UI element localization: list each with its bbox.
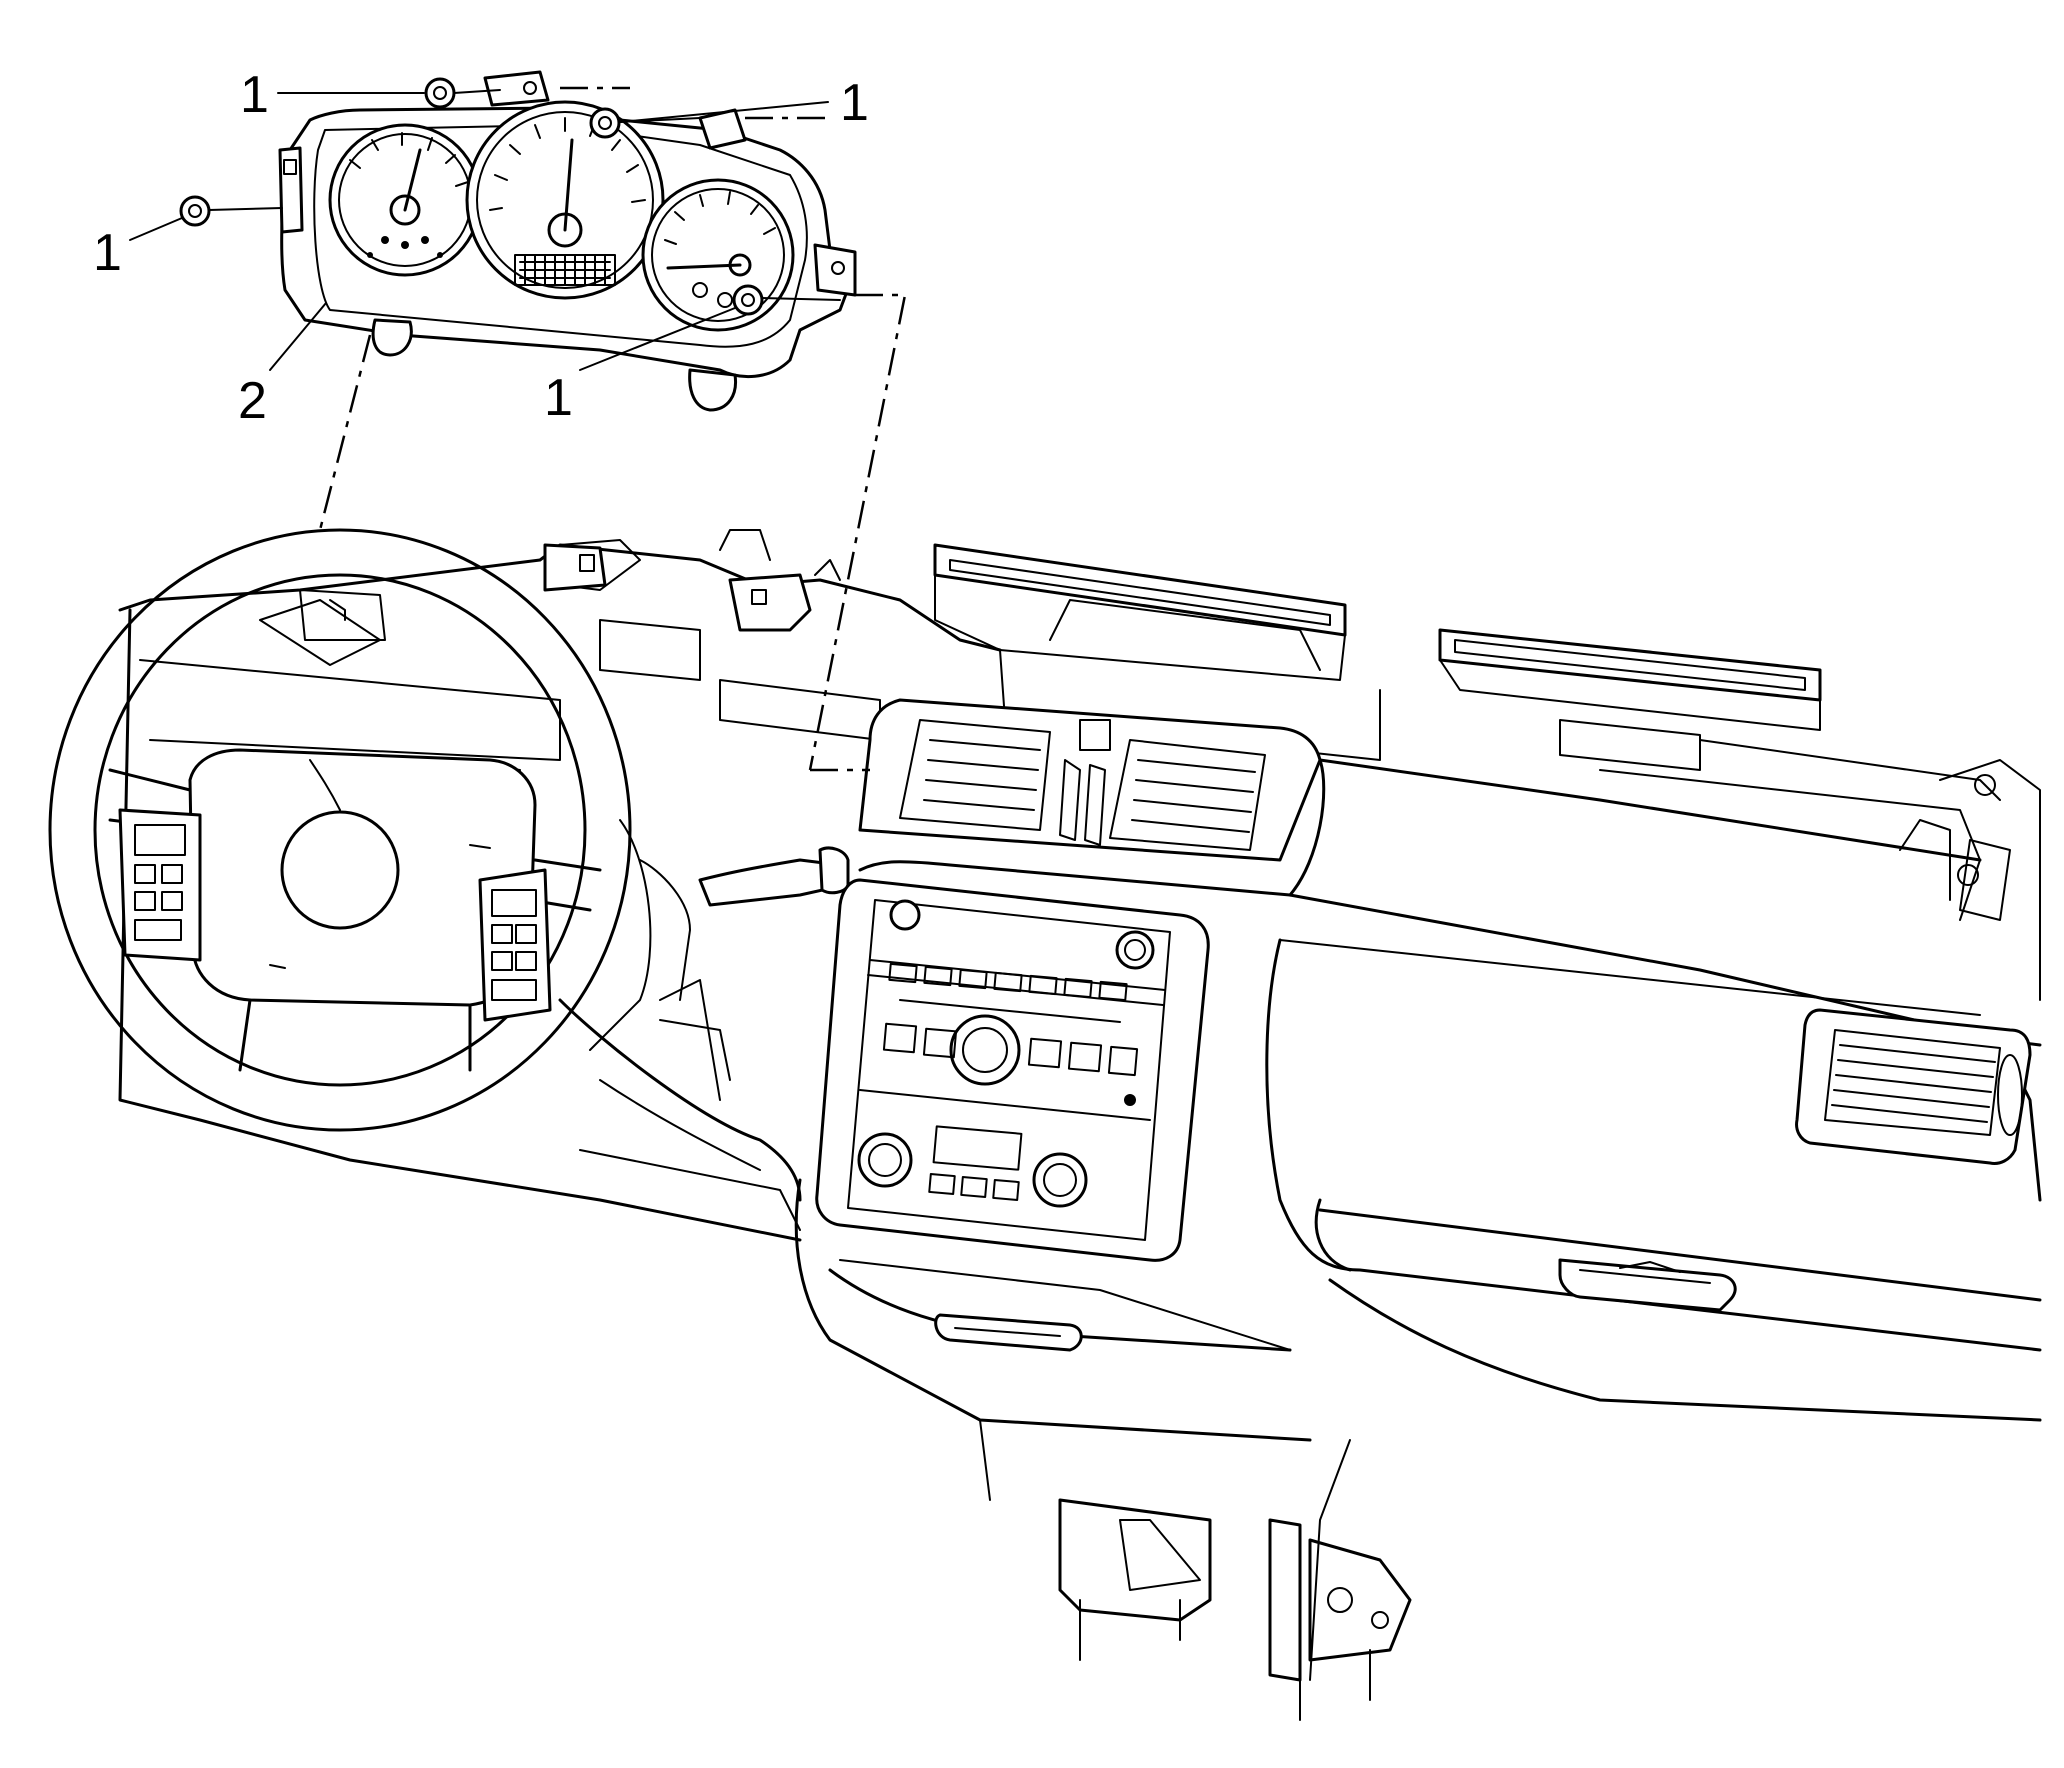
screw-left (179, 195, 283, 227)
alignment-lines (318, 293, 907, 772)
callout-1-top-left: 1 (240, 66, 425, 124)
screw-lower-right (732, 284, 841, 316)
steering-wheel (48, 528, 850, 1132)
callout-1-lower: 1 (544, 307, 736, 427)
callout-label: 1 (840, 74, 869, 132)
instrument-panel (118, 529, 2042, 1721)
callout-label: 1 (240, 66, 269, 124)
callout-1-left: 1 (93, 217, 183, 282)
callout-label: 2 (238, 372, 267, 430)
callout-2-cluster: 2 (238, 302, 327, 430)
instrument-cluster (278, 70, 857, 412)
screw-top-left (424, 77, 630, 109)
callout-1-top-right: 1 (620, 74, 869, 132)
callout-label: 1 (93, 224, 122, 282)
callout-label: 1 (544, 369, 573, 427)
